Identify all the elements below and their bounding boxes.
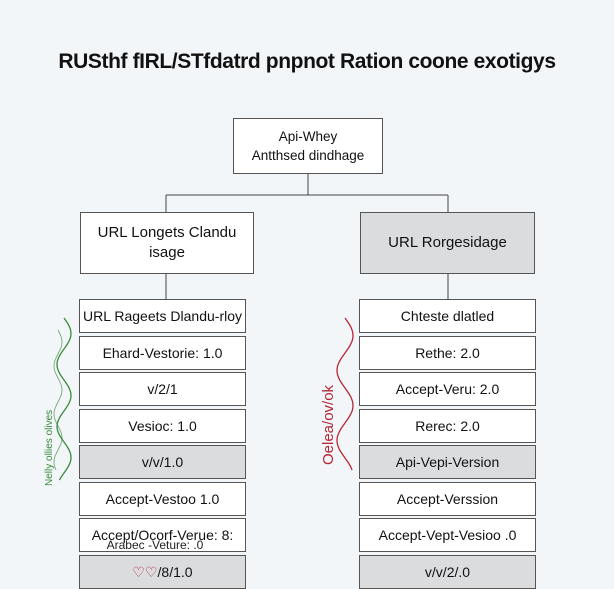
left-row-6-text: Accept-Vestoo 1.0: [105, 490, 220, 507]
left-row-8-accent: ♡♡: [132, 563, 158, 580]
right-row-2: Rethe: 2.0: [359, 335, 536, 370]
wave-decoration-red: [336, 317, 354, 471]
right-row-4: Rerec: 2.0: [359, 408, 536, 443]
left-row-3: v/2/1: [79, 372, 246, 406]
wave-decoration-green-inner: [53, 329, 63, 471]
wave-decoration-green: [56, 317, 72, 481]
right-row-5-text: Api-Vepi-Version: [395, 454, 500, 470]
left-column-note: Arabec -Veture: .0: [106, 538, 204, 552]
right-row-3-text: Accept-Veru: 2.0: [395, 381, 500, 397]
left-side-text: Nelly ollies olives: [44, 409, 55, 486]
left-row-1-text: URL Rageets Dlandu-rloy: [83, 308, 242, 324]
root-node: Api-Whey Antthsed dindhage: [233, 118, 383, 174]
left-row-5-text: v/v/1.0: [141, 454, 184, 470]
left-row-5: v/v/1.0: [79, 445, 246, 479]
left-row-4: Vesioc: 1.0: [79, 408, 246, 443]
left-row-7: Accept/Ocorf-Verue: 8:: [79, 518, 246, 552]
right-row-7-text: Accept-Vept-Vesioo .0: [378, 527, 517, 543]
right-row-1: Chteste dlatled: [359, 299, 536, 333]
left-row-2: Ehard-Vestorie: 1.0: [79, 335, 246, 370]
left-row-7-text: Accept/Ocorf-Verue: 8:: [91, 527, 234, 543]
left-row-6: Accept-Vestoo 1.0: [79, 481, 246, 516]
right-row-8: v/v/2/.0: [359, 554, 536, 589]
right-row-2-text: Rethe: 2.0: [415, 344, 480, 361]
diagram-title: RUSthf fIRL/STfdatrd pnpnot Ration coone…: [58, 50, 556, 73]
right-row-4-text: Rerec: 2.0: [415, 417, 480, 434]
left-branch-header: URL Longets Clandu isage: [80, 212, 254, 274]
right-row-6: Accept-Verssion: [359, 481, 536, 516]
left-row-8-text: /8/1.0: [157, 563, 193, 580]
left-row-8: ♡♡/8/1.0: [79, 554, 246, 589]
right-row-6-text: Accept-Verssion: [396, 490, 499, 507]
right-row-1-text: Chteste dlatled: [400, 308, 495, 324]
right-row-8-text: v/v/2/.0: [424, 563, 471, 580]
left-row-2-text: Ehard-Vestorie: 1.0: [102, 344, 223, 361]
right-branch-header: URL Rorgesidage: [360, 212, 535, 274]
left-row-1: URL Rageets Dlandu-rloy: [79, 299, 246, 333]
right-row-5: Api-Vepi-Version: [359, 445, 536, 479]
right-row-3: Accept-Veru: 2.0: [359, 372, 536, 406]
root-node-line1: Api-Whey: [278, 129, 338, 144]
left-row-3-text: v/2/1: [147, 381, 178, 397]
root-node-line2: Antthsed dindhage: [251, 148, 365, 163]
left-row-4-text: Vesioc: 1.0: [128, 417, 197, 434]
right-row-7: Accept-Vept-Vesioo .0: [359, 518, 536, 552]
right-side-text: Oelea/ov/ok: [320, 384, 337, 465]
